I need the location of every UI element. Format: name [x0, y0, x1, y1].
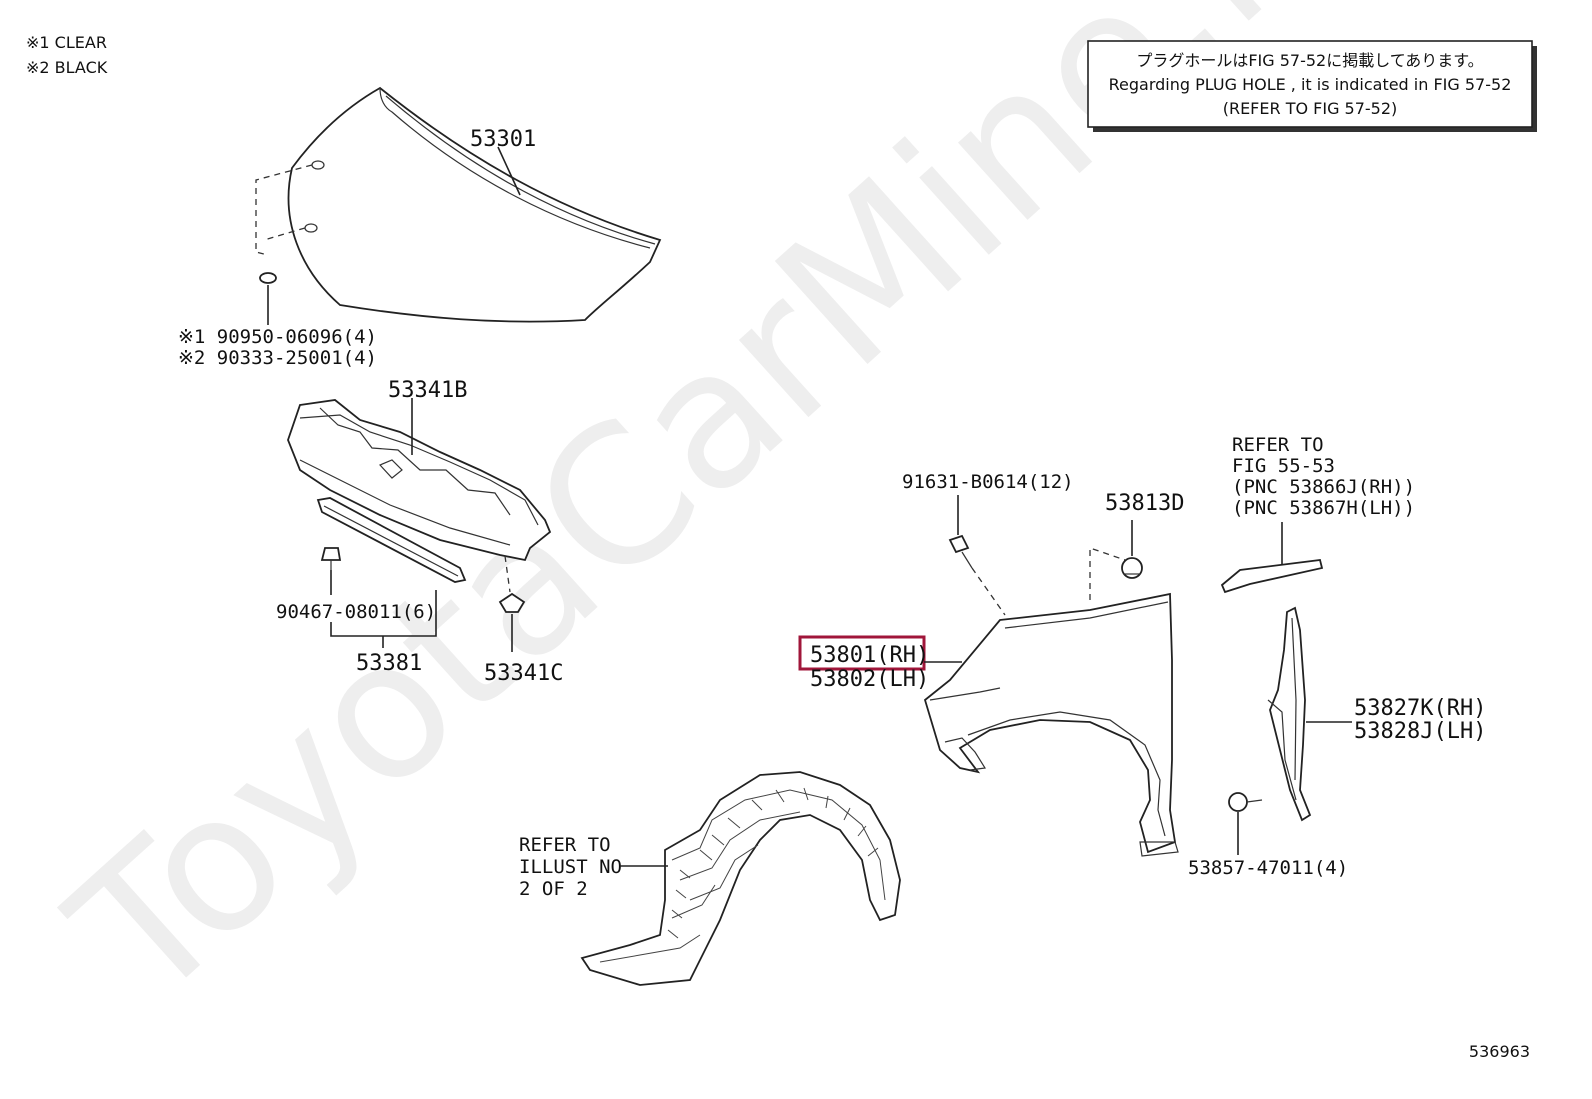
label-53813d[interactable]: 53813D: [1105, 491, 1184, 516]
refer-illust-line2[interactable]: ILLUST NO: [519, 856, 622, 878]
label-53827k[interactable]: 53827K(RH): [1354, 696, 1486, 721]
seal-53827k[interactable]: [1267, 606, 1312, 822]
label-fastener-2[interactable]: ※2 90333-25001(4): [178, 347, 377, 369]
fender-liner[interactable]: [580, 771, 901, 986]
clip-53857[interactable]: [1228, 792, 1263, 812]
refer-illust-line3[interactable]: 2 OF 2: [519, 878, 588, 900]
refer-fig-line4[interactable]: (PNC 53867H(LH)): [1232, 497, 1415, 519]
label-fastener-1[interactable]: ※1 90950-06096(4): [178, 326, 377, 348]
label-53381[interactable]: 53381: [356, 651, 422, 676]
seal-53381[interactable]: [316, 497, 467, 583]
refer-fig-line3[interactable]: (PNC 53866J(RH)): [1232, 476, 1415, 498]
dash-hood-fastener-2: [263, 227, 306, 241]
label-53801[interactable]: 53801(RH): [810, 643, 929, 668]
clip-90467[interactable]: [320, 547, 342, 570]
label-91631[interactable]: 91631-B0614(12): [902, 471, 1074, 493]
refer-fig-line1[interactable]: REFER TO: [1232, 434, 1324, 456]
hood-insulator-53341b[interactable]: [287, 399, 552, 562]
label-53341b[interactable]: 53341B: [388, 378, 467, 403]
dash-53813d: [1089, 547, 1126, 600]
leader-53301: [497, 146, 521, 196]
refer-fig-line2[interactable]: FIG 55-53: [1232, 455, 1335, 477]
hood-cushion[interactable]: [259, 272, 277, 284]
bolt-91631[interactable]: [948, 534, 973, 569]
label-53802[interactable]: 53802(LH): [810, 667, 929, 692]
fender-53801[interactable]: [923, 592, 1179, 857]
dash-91631: [971, 567, 1006, 616]
legend-black: ※2 BLACK: [26, 58, 108, 77]
highlight-53801: [798, 635, 926, 671]
label-53857[interactable]: 53857-47011(4): [1188, 857, 1348, 879]
label-53301[interactable]: 53301: [470, 127, 536, 152]
hood-53301[interactable]: [287, 86, 662, 323]
diagram-id: 536963: [1469, 1042, 1530, 1061]
note-line-en: Regarding PLUG HOLE , it is indicated in…: [1109, 75, 1512, 94]
label-53828j[interactable]: 53828J(LH): [1354, 719, 1486, 744]
garnish-part[interactable]: [1220, 559, 1324, 594]
cushion-53813d[interactable]: [1121, 557, 1143, 579]
note-line-jp: プラグホールはFIG 57-52に掲載してあります。: [1136, 51, 1483, 70]
clip-53341c[interactable]: [498, 592, 526, 613]
label-53341c[interactable]: 53341C: [484, 661, 563, 686]
refer-illust-line1[interactable]: REFER TO: [519, 834, 611, 856]
note-box: プラグホールはFIG 57-52に掲載してあります。 Regarding PLU…: [1087, 40, 1537, 132]
label-90467[interactable]: 90467-08011(6): [276, 601, 436, 623]
legend-clear: ※1 CLEAR: [26, 33, 107, 52]
note-line-refer: (REFER TO FIG 57-52): [1223, 99, 1398, 118]
dash-hood-fastener: [255, 164, 313, 256]
